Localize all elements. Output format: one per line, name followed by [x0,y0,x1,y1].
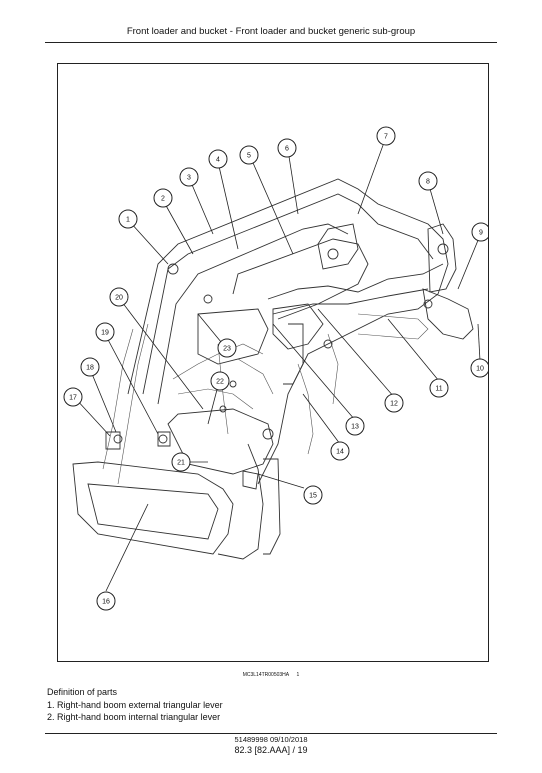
callout-11: 11 [429,378,449,398]
callout-7: 7 [376,126,396,146]
callout-label-8: 8 [426,179,430,186]
figure-code: MC3L14TR00503HA [242,672,290,678]
callout-9: 9 [471,222,488,242]
header-rule [45,42,497,43]
footer-doc-id: 51489998 09/10/2018 [234,735,308,744]
callout-label-11: 11 [435,386,442,393]
callout-label-21: 21 [177,460,185,467]
item-number: 2. [47,712,55,722]
leader-lines [74,136,482,592]
callout-label-10: 10 [476,366,484,373]
callout-label-13: 13 [351,424,359,431]
figure-number: 1 [296,672,300,678]
callout-12: 12 [384,393,404,413]
callout-3: 3 [179,167,199,187]
callout-label-12: 12 [390,401,398,408]
callout-21: 21 [171,452,191,472]
callout-15: 15 [303,485,323,505]
loader-illustration: 1 2 3 4 5 6 7 8 9 10 11 12 13 14 15 16 1… [63,126,488,611]
callout-label-15: 15 [309,493,317,500]
boom-structure [72,178,474,560]
callout-label-18: 18 [86,365,94,372]
definitions-list: 1. Right-hand boom external triangular l… [47,699,223,724]
page-header: Front loader and bucket - Front loader a… [0,26,542,37]
callout-label-1: 1 [126,217,130,224]
callout-label-3: 3 [187,175,191,182]
callout-label-16: 16 [102,599,110,606]
callout-label-14: 14 [336,449,344,456]
callout-16: 16 [96,591,116,611]
callout-label-23: 23 [223,346,231,353]
callout-13: 13 [345,416,365,436]
callout-label-4: 4 [216,157,220,164]
item-text: Right-hand boom external triangular leve… [57,699,223,710]
callout-17: 17 [63,387,83,407]
callout-label-5: 5 [247,153,251,160]
callout-label-19: 19 [101,330,109,337]
figure-frame [57,63,489,662]
callout-2: 2 [153,188,173,208]
list-item: 1. Right-hand boom external triangular l… [47,699,223,712]
callout-20: 20 [109,287,129,307]
definitions-heading: Definition of parts [47,687,118,697]
callout-label-2: 2 [161,196,165,203]
callout-19: 19 [95,322,115,342]
callout-18: 18 [80,357,100,377]
callout-label-7: 7 [384,134,388,141]
callout-label-22: 22 [216,379,224,386]
callout-label-6: 6 [285,146,289,153]
callout-label-9: 9 [479,230,483,237]
footer-page-ref: 82.3 [82.AAA] / 19 [234,745,308,755]
header-title: Front loader and bucket - Front loader a… [126,26,416,37]
callout-label-20: 20 [115,295,123,302]
callout-8: 8 [418,171,438,191]
footer-rule [45,733,497,734]
list-item: 2. Right-hand boom internal triangular l… [47,711,223,724]
callout-14: 14 [330,441,350,461]
callout-4: 4 [208,149,228,169]
figure-caption: MC3L14TR00503HA 1 [0,672,542,678]
item-text: Right-hand boom internal triangular leve… [57,712,221,722]
item-number: 1. [47,699,55,710]
callout-23: 23 [217,338,237,358]
callout-5: 5 [239,145,259,165]
parts-definition: Definition of parts 1. Right-hand boom e… [47,686,223,724]
callout-22: 22 [210,371,230,391]
callout-label-17: 17 [69,395,77,402]
callout-6: 6 [277,138,297,158]
callout-1: 1 [118,209,138,229]
callout-10: 10 [470,358,488,378]
